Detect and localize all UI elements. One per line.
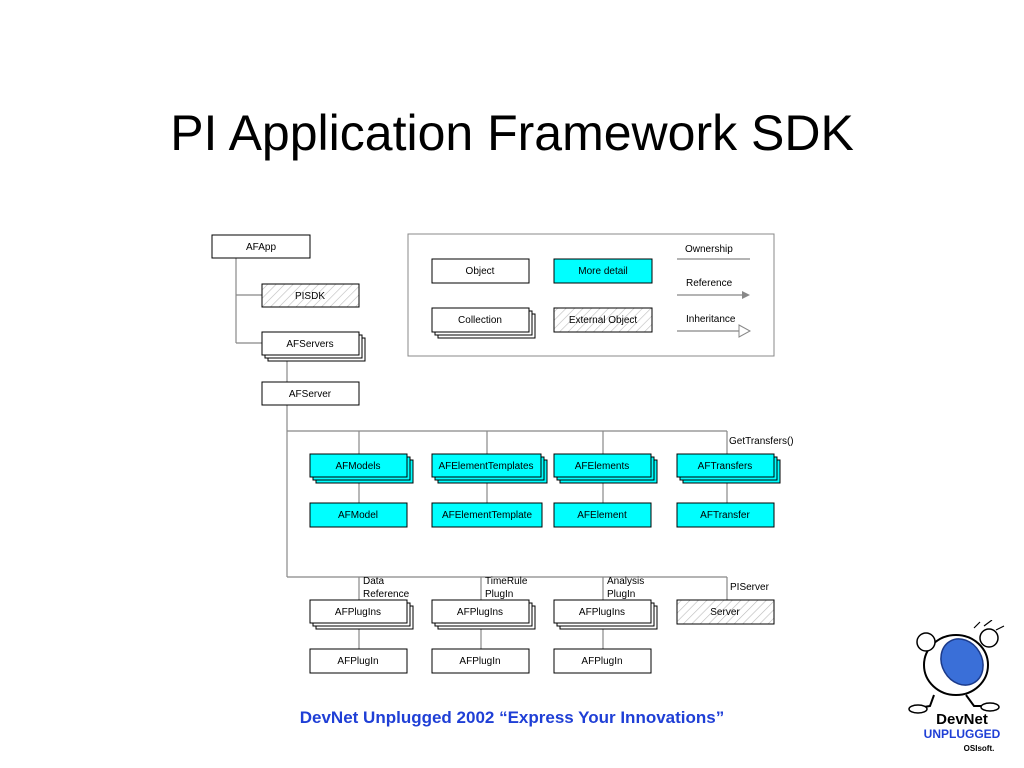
slide-footer: DevNet Unplugged 2002 “Express Your Inno… (299, 708, 725, 727)
label-timerule-line1: TimeRule (485, 576, 528, 587)
legend-collection-label: Collection (458, 315, 502, 326)
node-afmodel: AFModel (309, 502, 408, 528)
node-afplugin-2-label: AFPlugIn (459, 656, 500, 667)
node-afelements: AFElements (553, 453, 658, 484)
node-aftransfers: AFTransfers (676, 453, 781, 484)
legend-collection: Collection (431, 307, 536, 339)
node-aftransfers-label: AFTransfers (698, 461, 753, 472)
logo-osisoft: OSIsoft. (964, 744, 995, 753)
node-pisdk: PISDK (261, 283, 360, 308)
node-afmodel-label: AFModel (338, 510, 378, 521)
node-afplugins-2-label: AFPlugIns (457, 607, 503, 618)
node-afelementtemplate-label: AFElementTemplate (442, 510, 532, 521)
label-data-reference-line2: Reference (363, 589, 410, 600)
node-aftransfer-label: AFTransfer (700, 510, 750, 521)
node-afserver: AFServer (261, 381, 360, 406)
node-afelement-label: AFElement (577, 510, 627, 521)
node-aftransfer: AFTransfer (676, 502, 775, 528)
node-afelement: AFElement (553, 502, 652, 528)
node-afelementtemplates: AFElementTemplates (431, 453, 548, 484)
devnet-unplugged-logo: DevNet UNPLUGGED OSIsoft. (908, 620, 1005, 753)
mascot-figure (908, 620, 1005, 714)
legend-external-object-label: External Object (569, 315, 638, 326)
node-afplugins-2: AFPlugIns (431, 599, 536, 630)
node-afplugin-3-label: AFPlugIn (581, 656, 622, 667)
node-afmodels-label: AFModels (335, 461, 380, 472)
legend-reference-label: Reference (686, 278, 733, 289)
node-afapp: AFApp (211, 234, 311, 259)
label-analysis-line1: Analysis (607, 576, 644, 587)
node-afelements-label: AFElements (575, 461, 629, 472)
node-afservers-label: AFServers (286, 339, 333, 350)
node-afplugins-3: AFPlugIns (553, 599, 658, 630)
legend-reference: Reference (677, 278, 750, 299)
node-afplugin-2: AFPlugIn (431, 648, 530, 674)
label-timerule-line2: PlugIn (485, 589, 513, 600)
label-get-transfers: GetTransfers() (729, 436, 794, 447)
node-afmodels: AFModels (309, 453, 414, 484)
node-afservers: AFServers (261, 331, 366, 362)
node-afelementtemplates-label: AFElementTemplates (438, 461, 533, 472)
node-pisdk-label: PISDK (295, 291, 325, 302)
connector-lines (235, 258, 728, 649)
node-afelementtemplate: AFElementTemplate (431, 502, 543, 528)
node-afserver-label: AFServer (289, 389, 332, 400)
node-afplugin-1-label: AFPlugIn (337, 656, 378, 667)
legend-inheritance: Inheritance (677, 314, 752, 338)
node-afplugins-1: AFPlugIns (309, 599, 414, 630)
node-afplugin-3: AFPlugIn (553, 648, 652, 674)
legend-more-detail: More detail (553, 258, 653, 284)
node-server: Server (676, 599, 775, 625)
node-afplugins-3-label: AFPlugIns (579, 607, 625, 618)
legend-external-object: External Object (553, 307, 653, 333)
label-data-reference-line1: Data (363, 576, 385, 587)
node-afplugins-1-label: AFPlugIns (335, 607, 381, 618)
legend-ownership-label: Ownership (685, 244, 733, 255)
label-piserver: PIServer (730, 582, 770, 593)
node-afplugin-1: AFPlugIn (309, 648, 408, 674)
legend-inheritance-label: Inheritance (686, 314, 736, 325)
legend-ownership: Ownership (677, 244, 750, 260)
label-analysis-line2: PlugIn (607, 589, 635, 600)
logo-unplugged: UNPLUGGED (924, 727, 1001, 741)
legend-more-detail-label: More detail (578, 266, 627, 277)
legend-object-label: Object (466, 266, 495, 277)
slide-title: PI Application Framework SDK (170, 105, 854, 161)
node-server-label: Server (710, 607, 740, 618)
logo-devnet: DevNet (936, 711, 988, 728)
legend: Object More detail Collection External O… (407, 233, 775, 357)
node-afapp-label: AFApp (246, 242, 276, 253)
legend-object: Object (431, 258, 530, 284)
